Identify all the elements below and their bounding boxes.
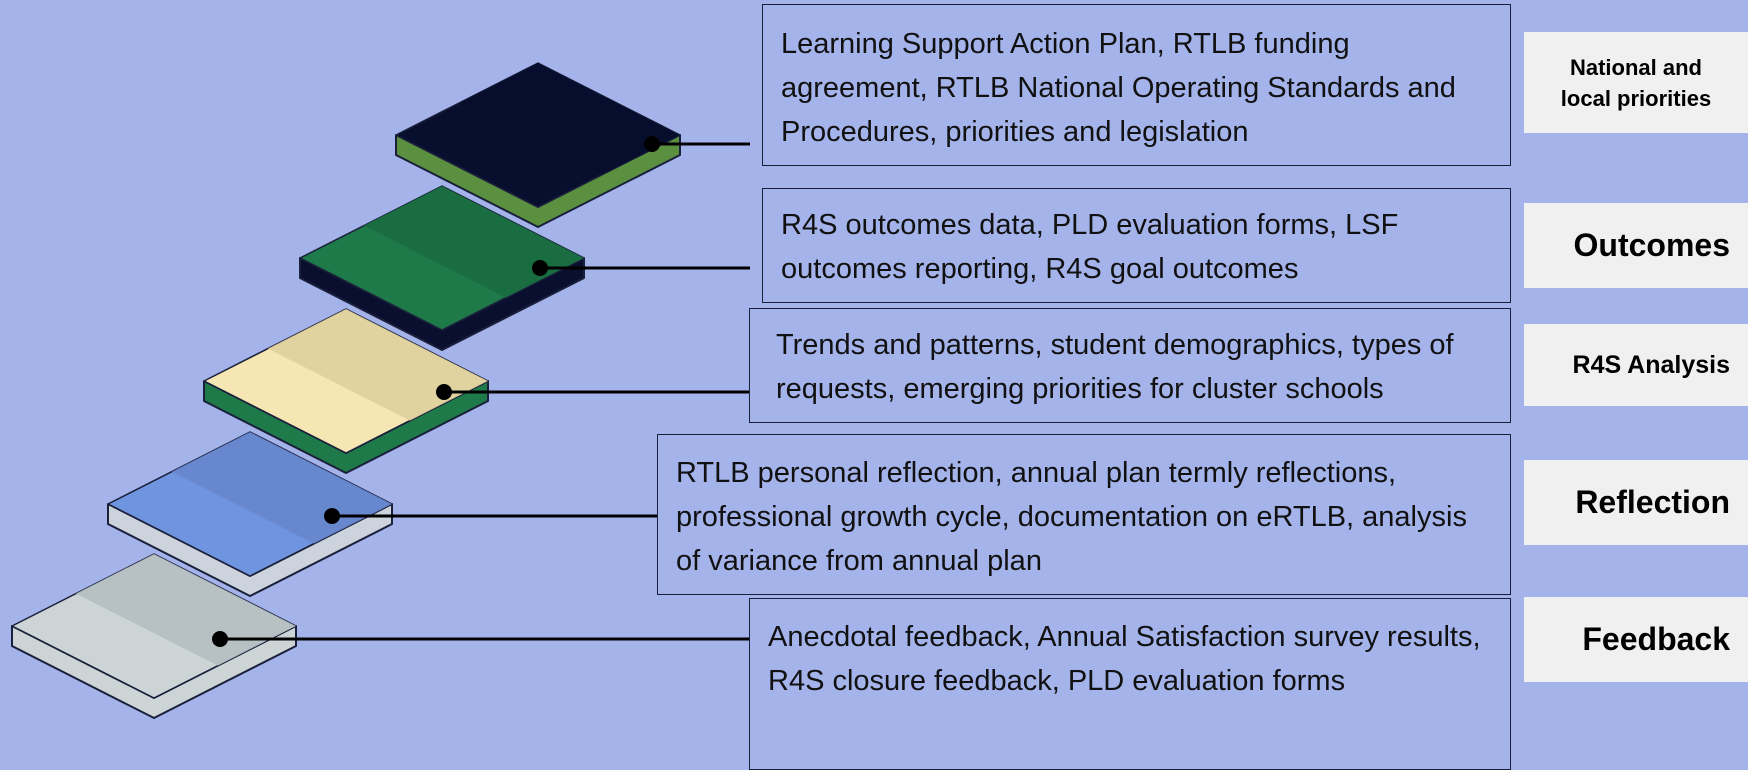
layer-description-box: RTLB personal reflection, annual plan te… — [657, 434, 1511, 595]
description-text: Anecdotal feedback, Annual Satisfaction … — [768, 621, 1481, 697]
layer-description-box: R4S outcomes data, PLD evaluation forms,… — [762, 188, 1511, 303]
slab-top-shade — [267, 309, 488, 421]
category-label: National and local priorities — [1524, 32, 1748, 133]
description-text: Learning Support Action Plan, RTLB fundi… — [781, 28, 1456, 148]
description-text: R4S outcomes data, PLD evaluation forms,… — [781, 209, 1399, 285]
layer-description-box: Anecdotal feedback, Annual Satisfaction … — [749, 598, 1511, 770]
layer-description-box: Learning Support Action Plan, RTLB fundi… — [762, 4, 1511, 166]
layer-slab — [299, 185, 585, 351]
connector-dot — [212, 631, 228, 647]
connector-dot — [324, 508, 340, 524]
layer-connectors — [212, 136, 750, 647]
connector-dot — [436, 384, 452, 400]
slab-top-shade — [459, 63, 680, 175]
layer-description-box: Trends and patterns, student demographic… — [749, 308, 1511, 423]
category-label: Feedback — [1524, 597, 1748, 682]
category-label: Reflection — [1524, 460, 1748, 545]
category-label: Outcomes — [1524, 203, 1748, 288]
connector-dot — [532, 260, 548, 276]
layer-slab — [395, 62, 681, 228]
description-text: Trends and patterns, student demographic… — [776, 329, 1454, 405]
category-label: R4S Analysis — [1524, 324, 1748, 406]
layer-slab — [203, 308, 489, 474]
description-text: RTLB personal reflection, annual plan te… — [676, 457, 1467, 577]
slab-top-shade — [363, 186, 584, 298]
connector-dot — [644, 136, 660, 152]
